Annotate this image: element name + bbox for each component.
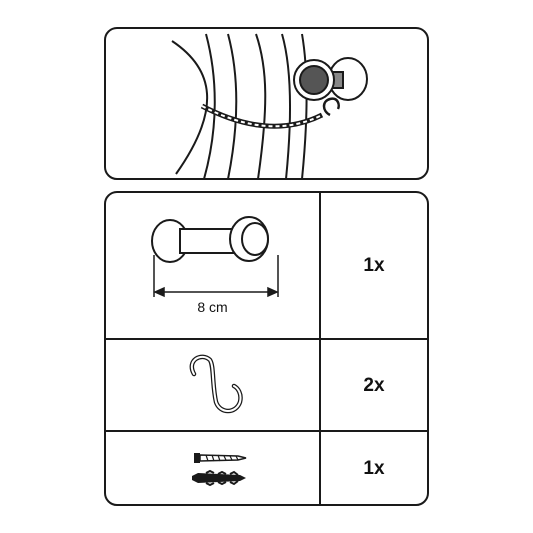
curtain-tieback-illustration xyxy=(171,33,368,178)
quantity-holder: 1x xyxy=(363,255,385,276)
parts-list-table: 8 cm 1x 2x 1x xyxy=(104,191,429,506)
tieback-knob-icon xyxy=(293,57,368,101)
part-row-s-hook: 2x xyxy=(106,338,427,430)
wall-plug-icon xyxy=(192,469,246,487)
quantity-s-hook: 2x xyxy=(363,375,385,396)
hook-icon xyxy=(322,97,340,117)
screw-and-wall-plug-icon xyxy=(192,453,247,487)
screw-icon xyxy=(194,453,247,463)
tieback-cord-icon xyxy=(200,103,324,129)
part-row-screw: 1x xyxy=(106,430,427,504)
usage-illustration-panel xyxy=(104,27,429,180)
dimension-line xyxy=(153,255,279,298)
dimension-label: 8 cm xyxy=(197,299,228,315)
tieback-holder-icon xyxy=(151,216,279,298)
part-row-holder: 8 cm 1x xyxy=(106,193,427,338)
s-hook-icon xyxy=(189,354,243,414)
curtain-icon xyxy=(171,33,308,178)
column-divider xyxy=(319,193,321,504)
quantity-screw: 1x xyxy=(363,458,385,479)
